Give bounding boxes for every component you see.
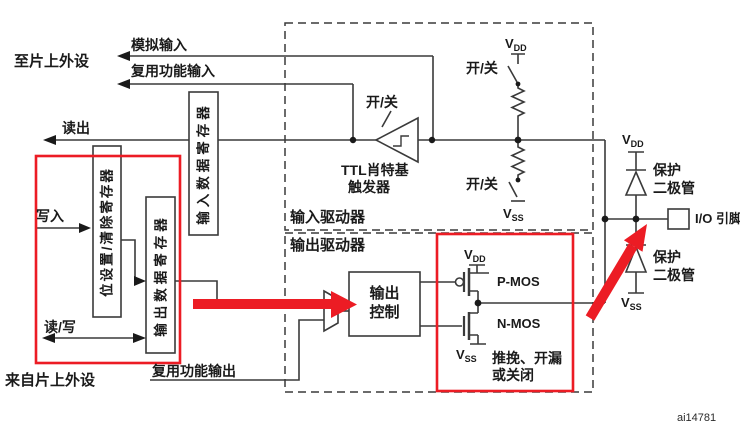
output-control-label: 输出 控制	[349, 272, 420, 336]
protection-diodes	[624, 151, 648, 294]
bit-set-reset-register-label: 位设置/清除寄存器	[99, 167, 115, 297]
diode-vdd-label: VDD	[622, 132, 644, 149]
ttl-schmitt-label-line2: 触发器	[348, 179, 390, 195]
nmos-symbol	[462, 312, 486, 345]
read-write-label: 读/写	[44, 319, 76, 335]
nmos-vss-label: VSS	[456, 347, 477, 364]
alternate-function-output-wire	[150, 319, 324, 381]
upper-protection-diode-label-line2: 二极管	[653, 180, 695, 196]
hysteresis-icon	[393, 135, 409, 147]
junction-dots	[349, 81, 640, 307]
io-pin-label: I/O 引脚	[695, 211, 740, 226]
upper-protection-diode-label-line1: 保护	[653, 162, 681, 178]
io-red-arrow-shaft	[585, 243, 638, 321]
pull-up-switch-icon	[507, 65, 518, 83]
pmos-label: P-MOS	[497, 274, 540, 289]
analog-input-wire	[128, 55, 434, 140]
pull-down-vss-label: VSS	[503, 206, 524, 223]
pull-up-down-chain	[507, 53, 526, 202]
ttl-schmitt-label-line1: TTL肖特基	[341, 162, 409, 178]
bitset-to-output-reg-wire	[121, 239, 136, 282]
lower-protection-diode-label-line1: 保护	[653, 249, 681, 265]
output-control-line2: 控制	[369, 304, 400, 321]
pull-up-resistor-icon	[510, 84, 526, 140]
alt-func-input-label: 复用功能输入	[131, 63, 215, 79]
lower-protection-diode-icon	[624, 244, 648, 273]
pull-down-switch-icon	[508, 181, 518, 198]
diode-vss-label: VSS	[621, 295, 642, 312]
input-data-register-box	[188, 91, 219, 236]
alt-func-output-label: 复用功能输出	[152, 363, 236, 379]
read-out-arrowhead	[43, 135, 56, 145]
to-peripherals-label: 至片上外设	[14, 53, 90, 70]
write-arrowhead	[79, 223, 91, 233]
vdd-rail-icon	[511, 53, 525, 64]
upper-protection-diode-icon	[624, 169, 648, 196]
bitset-arrowhead	[134, 276, 146, 286]
output-driver-label: 输出驱动器	[290, 237, 366, 254]
io-pin-square	[667, 208, 690, 230]
pull-up-on-off-label: 开/关	[466, 60, 498, 76]
output-control-box	[348, 271, 421, 337]
push-pull-label-line1: 推挽、开漏	[492, 350, 562, 366]
io-red-arrow-head	[623, 224, 647, 252]
schmitt-onoff-tick	[381, 110, 392, 128]
push-pull-label-line2: 或关闭	[492, 367, 534, 383]
mos-highlight-box	[435, 232, 575, 393]
pull-down-resistor-icon	[510, 140, 526, 179]
analog-input-arrowhead	[117, 51, 130, 61]
figure-id-label: ai14781	[677, 412, 717, 424]
input-driver-dashed-box	[284, 22, 594, 231]
from-peripherals-label: 来自片上外设	[5, 372, 96, 389]
read-out-label: 读出	[62, 120, 90, 136]
output-control-line1: 输出	[369, 285, 400, 303]
nmos-arms	[469, 312, 486, 345]
registers-highlight-box	[34, 154, 182, 365]
output-path-red-arrow-head	[331, 291, 357, 318]
pmos-vdd-label: VDD	[464, 247, 486, 264]
lower-protection-diode-label-line2: 二极管	[653, 267, 695, 283]
output-data-register-label: 输出数据寄存器	[153, 214, 169, 337]
analog-input-label: 模拟输入	[131, 37, 187, 53]
schmitt-trigger-icon	[374, 116, 419, 164]
nmos-label: N-MOS	[497, 316, 541, 331]
alt-func-input-arrowhead	[117, 79, 130, 89]
pmos-arms	[469, 264, 489, 313]
pmos-gate-bubble	[454, 277, 465, 287]
bit-set-reset-register-box	[92, 145, 122, 318]
pmos-symbol	[454, 264, 489, 313]
input-data-register-label: 输入数据寄存器	[196, 102, 211, 225]
pull-up-vdd-label: VDD	[505, 36, 527, 53]
read-write-left-arrowhead	[42, 333, 55, 343]
arrowheads	[42, 51, 146, 343]
read-write-right-arrowhead	[133, 333, 146, 343]
highlight-arrows	[193, 224, 647, 321]
output-data-register-box	[145, 196, 176, 354]
schmitt-on-off-label: 开/关	[366, 94, 398, 110]
input-driver-label: 输入驱动器	[290, 209, 366, 226]
alternate-function-input-wire	[128, 83, 354, 140]
upper-diode-wires	[626, 151, 646, 219]
pull-down-on-off-label: 开/关	[466, 176, 498, 192]
write-label: 写入	[36, 208, 64, 224]
